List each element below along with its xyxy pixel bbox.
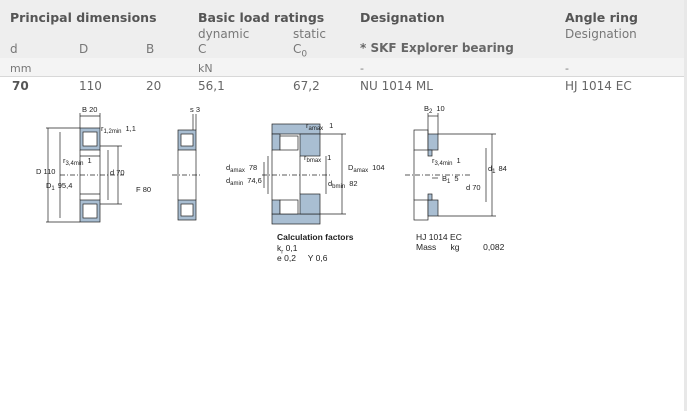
header-basic-load-ratings: Basic load ratings: [198, 10, 325, 25]
label-d: d 70: [110, 168, 125, 177]
label-d70-angle: d 70: [466, 183, 481, 192]
scrollbar[interactable]: [684, 0, 687, 411]
hj-title: HJ 1014 EC: [416, 232, 462, 242]
explorer-note: * SKF Explorer bearing: [360, 41, 514, 55]
subheader-dynamic: dynamic: [198, 27, 250, 41]
col-C: C: [198, 42, 207, 56]
cell-B: 20: [146, 79, 162, 93]
unit-kN: kN: [198, 62, 213, 75]
angle-ring-top: [427, 133, 439, 151]
housing-top: [271, 123, 321, 135]
calc-e-y: e 0,2 Y 0,6: [277, 253, 328, 263]
unit-dash-angle: -: [565, 62, 569, 75]
units-row: [0, 58, 687, 77]
cell-designation: NU 1014 ML: [360, 79, 433, 93]
calc-kr: kr 0,1: [277, 243, 298, 256]
header-principal-dimensions: Principal dimensions: [10, 10, 157, 25]
col-d: d: [10, 42, 18, 56]
cell-angle-ring: HJ 1014 EC: [565, 79, 632, 93]
col-D: D: [79, 42, 89, 56]
hj-mass: Mass kg 0,082: [416, 242, 505, 252]
label-D: D 110: [36, 167, 55, 176]
subheader-angle-designation: Designation: [565, 27, 637, 41]
explorer-star: *: [360, 41, 367, 55]
header-designation: Designation: [360, 10, 445, 25]
angle-ring-bottom: [427, 199, 439, 217]
cell-C: 56,1: [198, 79, 225, 93]
subheader-static: static: [293, 27, 326, 41]
housing-bottom: [271, 213, 321, 225]
unit-dash-designation: -: [360, 62, 364, 75]
calc-factors-title: Calculation factors: [277, 232, 354, 242]
col-C0: C0: [293, 42, 308, 60]
header-angle-ring: Angle ring: [565, 10, 638, 25]
label-F: F 80: [136, 185, 151, 194]
label-s: s 3: [190, 105, 200, 114]
cell-D: 110: [79, 79, 102, 93]
unit-mm: mm: [10, 62, 32, 75]
col-B: B: [146, 42, 155, 56]
cell-C0: 67,2: [293, 79, 320, 93]
cell-d: 70: [12, 79, 29, 93]
label-B: B 20: [82, 105, 97, 114]
